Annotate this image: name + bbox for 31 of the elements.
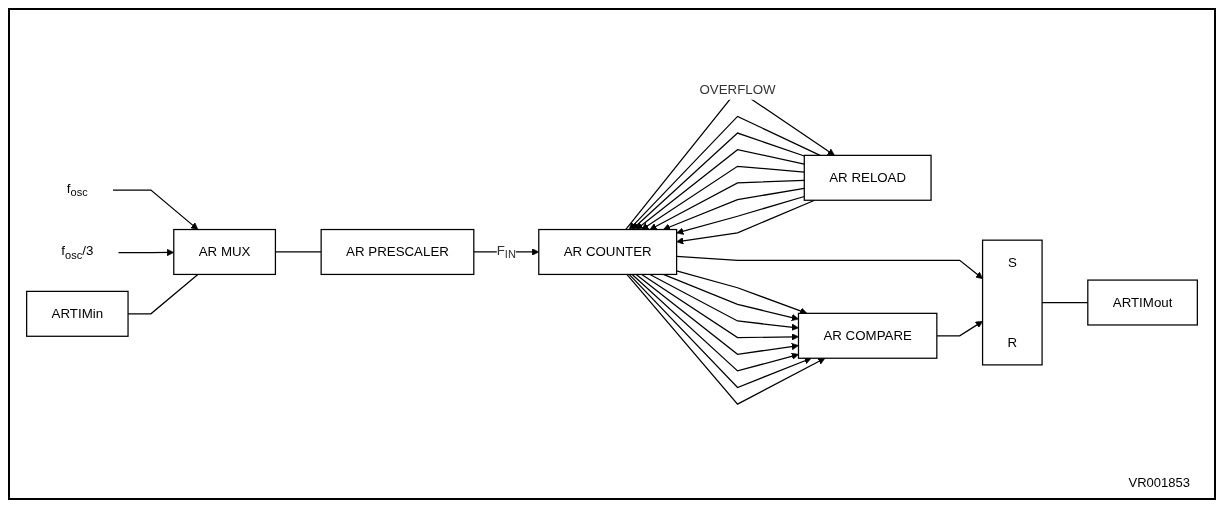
node-text: f$_{osc}$/3: [61, 243, 94, 262]
node-box: ARTIMin: [26, 290, 129, 337]
arrow: [663, 187, 805, 231]
figure-code: VR001853: [1128, 475, 1190, 490]
arrow: [631, 132, 805, 230]
node-box: AR PRESCALER: [320, 228, 475, 276]
arrow: [635, 273, 799, 355]
node-box: AR COMPARE: [797, 312, 938, 359]
arrow: [649, 179, 805, 230]
edge-label: OVERFLOW: [699, 82, 776, 97]
node-box: AR RELOAD: [803, 154, 932, 201]
node-text: f$_{osc}$: [66, 181, 88, 199]
arrow: [662, 273, 799, 322]
edge-label: F$_{IN}$: [496, 243, 516, 261]
node-box: AR COUNTER: [538, 228, 678, 276]
arrow: [631, 273, 799, 372]
arrow: [676, 195, 805, 235]
arrow: [641, 273, 799, 341]
node-box: AR MUX: [173, 228, 277, 276]
node-box: S R: [981, 239, 1043, 366]
node-box: ARTIMout: [1087, 279, 1198, 326]
arrow: [628, 115, 821, 230]
arrow: [676, 255, 983, 279]
arrow: [626, 273, 826, 405]
arrow: [676, 270, 808, 315]
arrow: [641, 165, 805, 230]
arrow: [628, 273, 812, 389]
arrow: [649, 273, 799, 331]
arrow: [635, 149, 805, 230]
arrow: [112, 189, 199, 230]
arrow: [936, 321, 983, 337]
